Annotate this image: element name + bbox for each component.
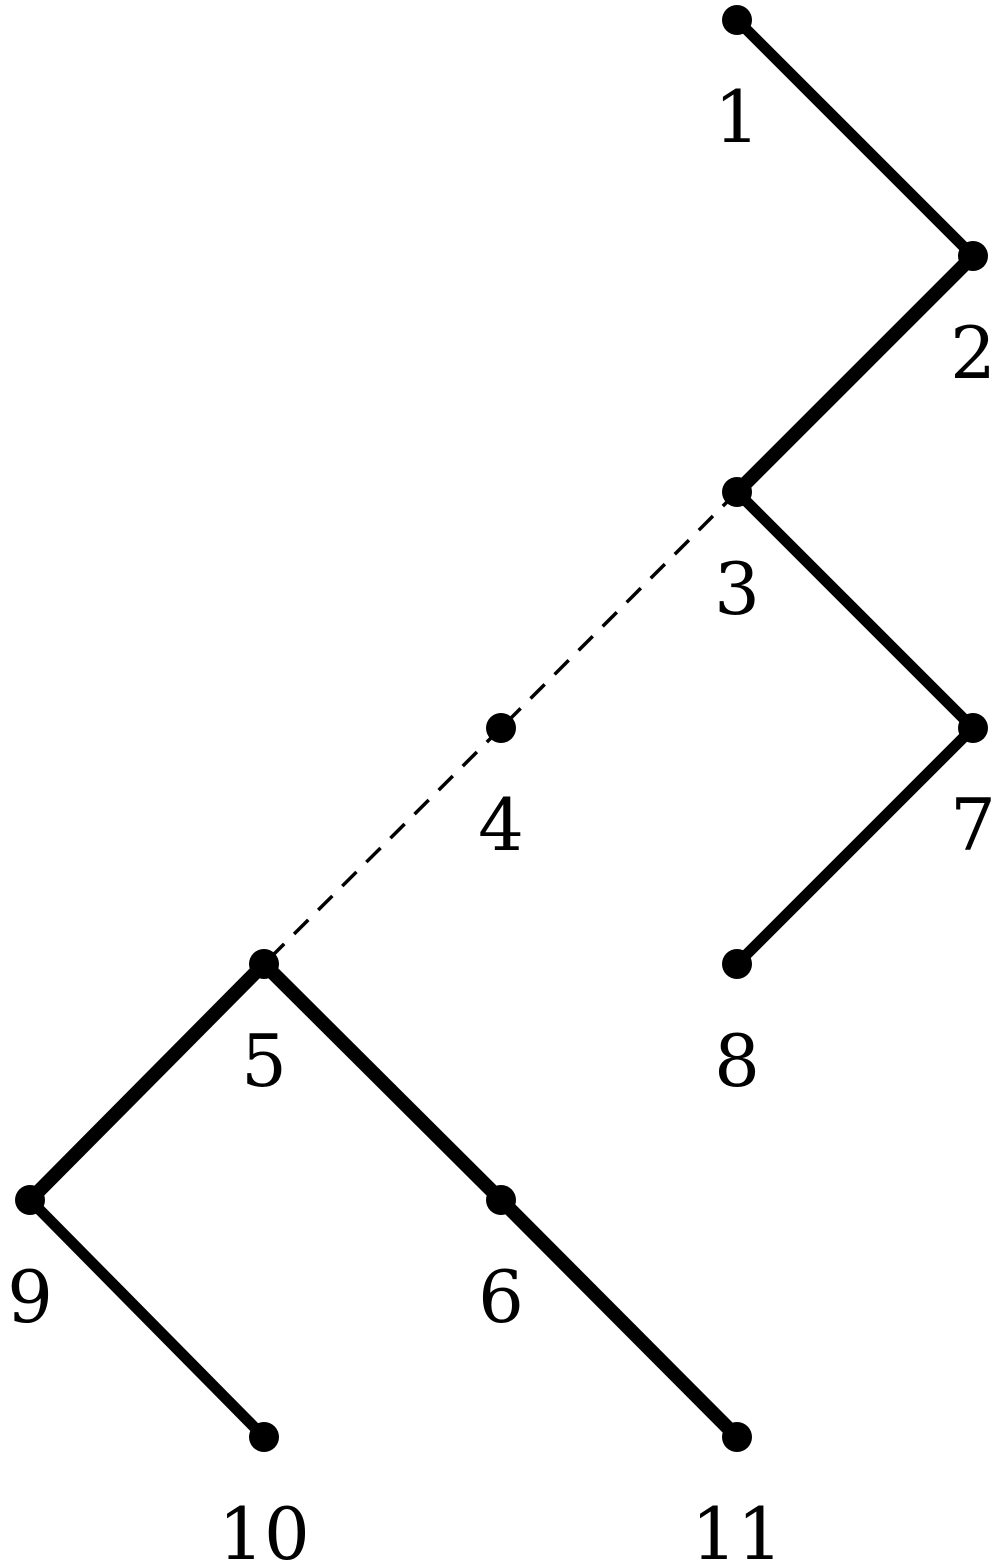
node-6	[486, 1185, 516, 1215]
node-4	[486, 713, 516, 743]
edge-4-5	[262, 726, 503, 966]
node-label-6: 6	[478, 1255, 524, 1339]
node-label-5: 5	[241, 1019, 287, 1103]
nodes	[15, 5, 988, 1452]
node-label-10: 10	[218, 1492, 310, 1566]
node-label-7: 7	[950, 783, 996, 867]
edge-5-6	[259, 959, 506, 1205]
edge-2-3	[732, 251, 978, 497]
node-8	[722, 949, 752, 979]
edge-1-2	[733, 16, 977, 260]
node-10	[249, 1422, 279, 1452]
edge-6-11	[496, 1195, 742, 1442]
node-label-3: 3	[714, 547, 760, 631]
node-label-8: 8	[714, 1019, 760, 1103]
node-label-1: 1	[714, 75, 760, 159]
node-label-11: 11	[691, 1492, 783, 1566]
labels: 1 2 3 4 5 6 7 8 9 10 11	[7, 75, 996, 1566]
node-label-4: 4	[478, 783, 524, 867]
node-2	[958, 241, 988, 271]
node-label-2: 2	[950, 311, 996, 395]
node-1	[722, 5, 752, 35]
node-5	[249, 949, 279, 979]
node-label-9: 9	[7, 1255, 53, 1339]
edges	[25, 16, 978, 1442]
edge-3-4	[499, 490, 739, 730]
edge-5-9	[25, 959, 269, 1205]
edge-7-8	[733, 724, 977, 968]
node-3	[722, 477, 752, 507]
edge-3-7	[733, 488, 977, 732]
node-9	[15, 1185, 45, 1215]
edge-9-10	[26, 1196, 268, 1441]
node-11	[722, 1422, 752, 1452]
node-7	[958, 713, 988, 743]
